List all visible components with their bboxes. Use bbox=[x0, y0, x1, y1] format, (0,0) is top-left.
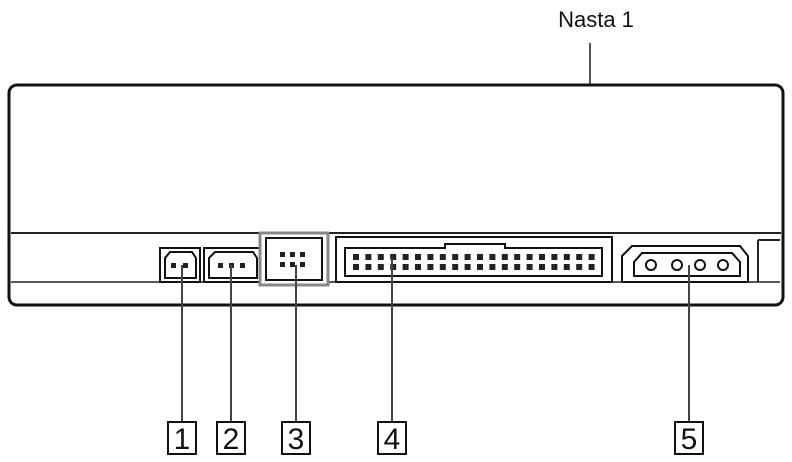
ide-interface-connector bbox=[335, 236, 613, 283]
ide-pin bbox=[390, 264, 397, 270]
ide-pin bbox=[415, 264, 421, 270]
ide-pin bbox=[427, 254, 434, 260]
pin1-callout-label: Nasta 1 bbox=[558, 7, 634, 32]
ide-pin bbox=[563, 254, 570, 260]
ide-pin bbox=[539, 254, 545, 260]
ide-pin-grid bbox=[353, 254, 595, 270]
ide-pin bbox=[353, 264, 359, 270]
number-box-3: 3 bbox=[281, 421, 311, 456]
ide-pin bbox=[452, 254, 459, 260]
ide-pin bbox=[576, 254, 583, 260]
jumper-block bbox=[258, 231, 330, 287]
number-label-4: 4 bbox=[384, 423, 401, 456]
ide-pin bbox=[588, 264, 595, 270]
number-label-5: 5 bbox=[681, 423, 698, 456]
ide-pin bbox=[576, 264, 583, 270]
ide-pin bbox=[402, 264, 409, 270]
ide-pin bbox=[539, 264, 545, 270]
digital-audio-connector bbox=[159, 247, 201, 283]
ide-pin bbox=[477, 254, 483, 260]
analog-audio-connector bbox=[203, 247, 263, 283]
ide-pin bbox=[377, 264, 384, 270]
ide-pin bbox=[464, 264, 471, 270]
number-box-1: 1 bbox=[167, 421, 197, 456]
ide-pin bbox=[489, 264, 496, 270]
ide-pin bbox=[439, 254, 446, 260]
ide-pin bbox=[427, 264, 434, 270]
ide-pin bbox=[588, 254, 595, 260]
ide-pin bbox=[402, 254, 409, 260]
ide-pin bbox=[365, 264, 372, 270]
ide-pin bbox=[390, 254, 397, 260]
ide-pin bbox=[551, 254, 558, 260]
number-box-5: 5 bbox=[674, 421, 704, 456]
number-label-2: 2 bbox=[223, 423, 240, 456]
ide-pin bbox=[439, 264, 446, 270]
ide-pin bbox=[489, 254, 496, 260]
number-box-4: 4 bbox=[377, 421, 407, 456]
ide-pin bbox=[526, 264, 533, 270]
ide-pin bbox=[477, 264, 483, 270]
ide-pin bbox=[526, 254, 533, 260]
ide-pin bbox=[501, 264, 508, 270]
ide-pin bbox=[452, 264, 459, 270]
ide-pin bbox=[514, 264, 521, 270]
leader-lines bbox=[181, 258, 690, 422]
ide-pin bbox=[514, 254, 521, 260]
ide-pin bbox=[501, 254, 508, 260]
ide-pin bbox=[353, 254, 359, 260]
ide-pin bbox=[415, 254, 421, 260]
ide-pin bbox=[551, 264, 558, 270]
ide-pin bbox=[365, 254, 372, 260]
number-label-3: 3 bbox=[288, 423, 305, 456]
ide-pin bbox=[377, 254, 384, 260]
power-connector bbox=[621, 245, 749, 283]
ide-pin bbox=[563, 264, 570, 270]
number-label-1: 1 bbox=[174, 423, 191, 456]
number-box-2: 2 bbox=[216, 421, 246, 456]
ide-pin bbox=[464, 254, 471, 260]
